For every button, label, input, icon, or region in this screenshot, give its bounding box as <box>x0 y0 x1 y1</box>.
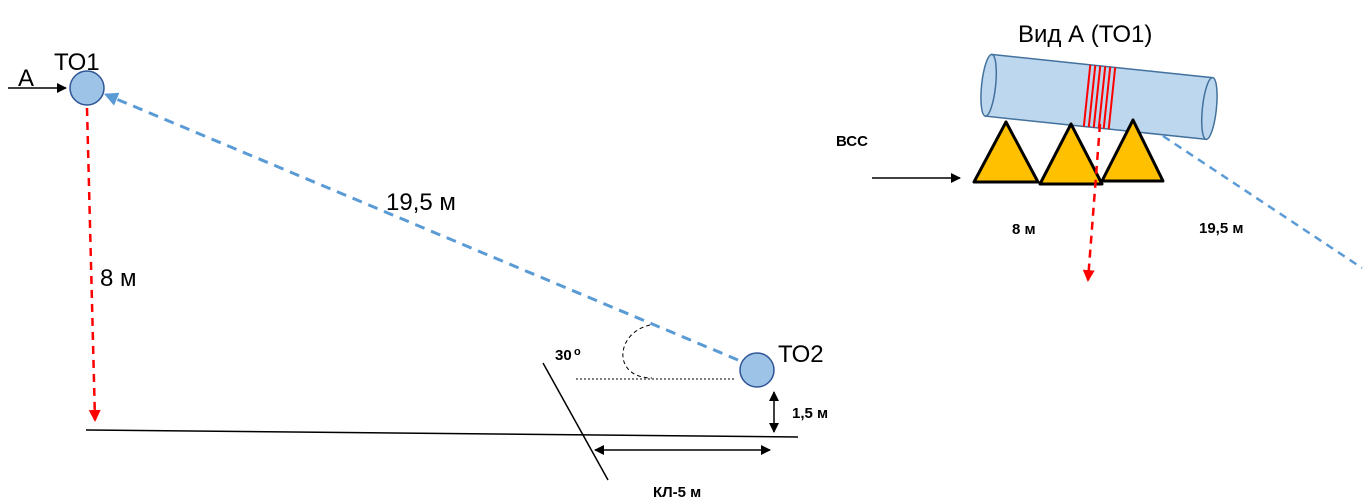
angle-arc <box>622 324 653 379</box>
distance-left-label: 8 м <box>1012 221 1036 238</box>
vss-label: ВСС <box>836 133 868 150</box>
distance-right-label: 19,5 м <box>1199 220 1243 237</box>
angle-label: 30 <box>555 347 572 364</box>
support-triangle-2 <box>1038 122 1104 186</box>
distance-diag-label: 19,5 м <box>386 189 456 216</box>
support-triangle-1 <box>972 120 1040 184</box>
red-drop-line <box>1082 123 1102 282</box>
red-vertical-distance <box>85 107 101 422</box>
red-rings <box>1082 64 1117 130</box>
to1-point <box>69 70 105 106</box>
angle-degree-mark: о <box>574 346 581 358</box>
to1-label: ТО1 <box>54 49 100 76</box>
view-title: Вид А (ТО1) <box>1018 21 1152 48</box>
distance-vertical-label: 8 м <box>100 265 137 292</box>
to2-label: ТО2 <box>778 341 824 368</box>
height-label: 1,5 м <box>792 405 828 422</box>
arrow-a-label: А <box>18 65 34 92</box>
blue-right-line <box>1162 134 1363 270</box>
kl-label: КЛ-5 м <box>653 484 701 501</box>
pipe-cylinder <box>980 53 1218 141</box>
cable-slant-line <box>542 362 609 481</box>
to2-point <box>739 352 775 388</box>
support-triangle-3 <box>1100 118 1165 183</box>
blue-diagonal-distance <box>103 92 739 362</box>
ground-line <box>85 429 799 438</box>
